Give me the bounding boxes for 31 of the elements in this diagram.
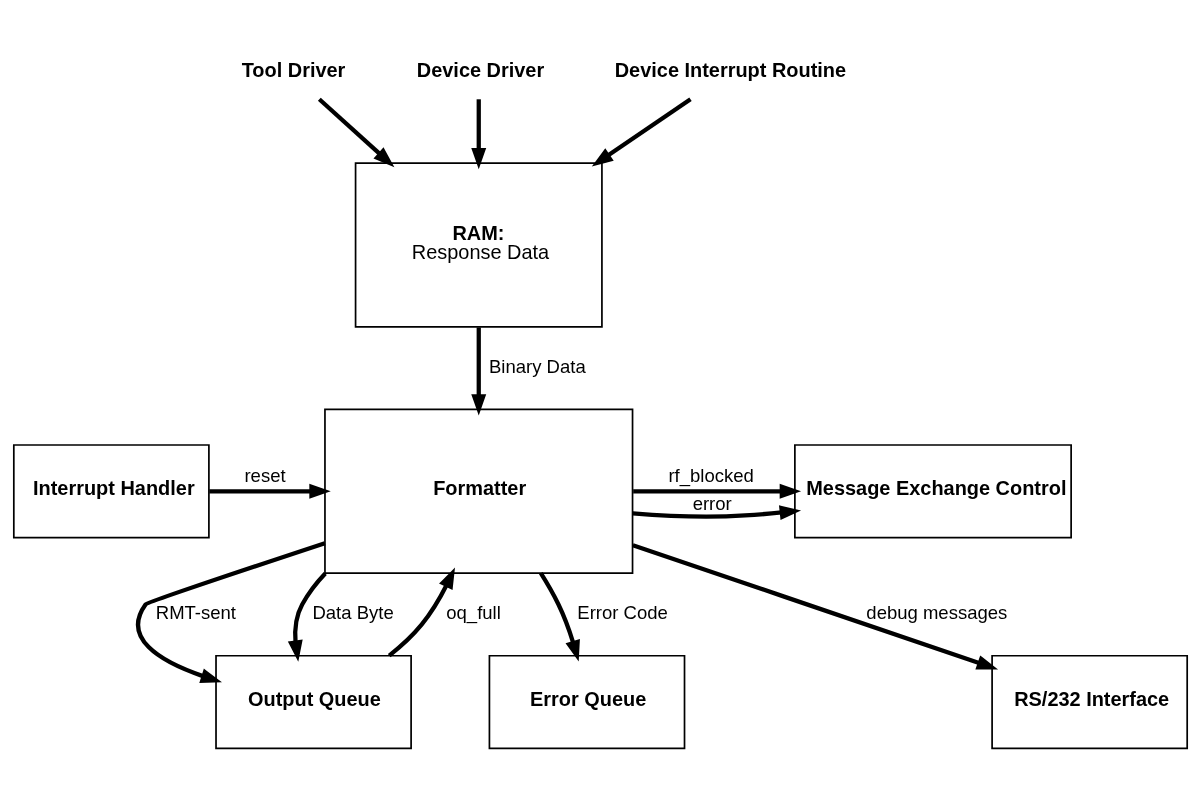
edge-label: reset (244, 464, 286, 486)
arrow (471, 99, 487, 170)
node-box: Message Exchange Control (794, 444, 1072, 539)
edge-label: Binary Data (489, 355, 586, 377)
arrow (387, 567, 455, 658)
node-box: RAM: Response Data (354, 162, 603, 328)
arrow (287, 572, 327, 662)
node-text: Device Interrupt Routine (614, 59, 847, 82)
arrow (591, 97, 692, 167)
node-box: Formatter (324, 408, 634, 574)
edge-label: rf_blocked (668, 464, 754, 486)
node-box: Output Queue (215, 654, 412, 750)
node-box: Interrupt Handler (12, 444, 210, 539)
node-text: Device Driver (416, 59, 545, 82)
edge-label: RMT-sent (155, 602, 236, 624)
edge-label: oq_full (446, 602, 501, 624)
arrow (471, 327, 487, 416)
arrow (317, 97, 395, 168)
edge-label: Error Code (577, 602, 668, 624)
node-text: Tool Driver (241, 59, 346, 82)
node-box: Error Queue (488, 654, 686, 750)
arrow (539, 572, 580, 662)
node-box: RS/232 Interface (991, 654, 1189, 750)
arrow (633, 483, 802, 499)
arrow (632, 543, 999, 670)
edge-label: Data Byte (312, 602, 394, 624)
arrow (632, 505, 802, 521)
edge-label: debug messages (866, 602, 1008, 624)
edge-label: error (692, 493, 732, 515)
arrow (209, 483, 331, 499)
arrow (136, 541, 326, 683)
